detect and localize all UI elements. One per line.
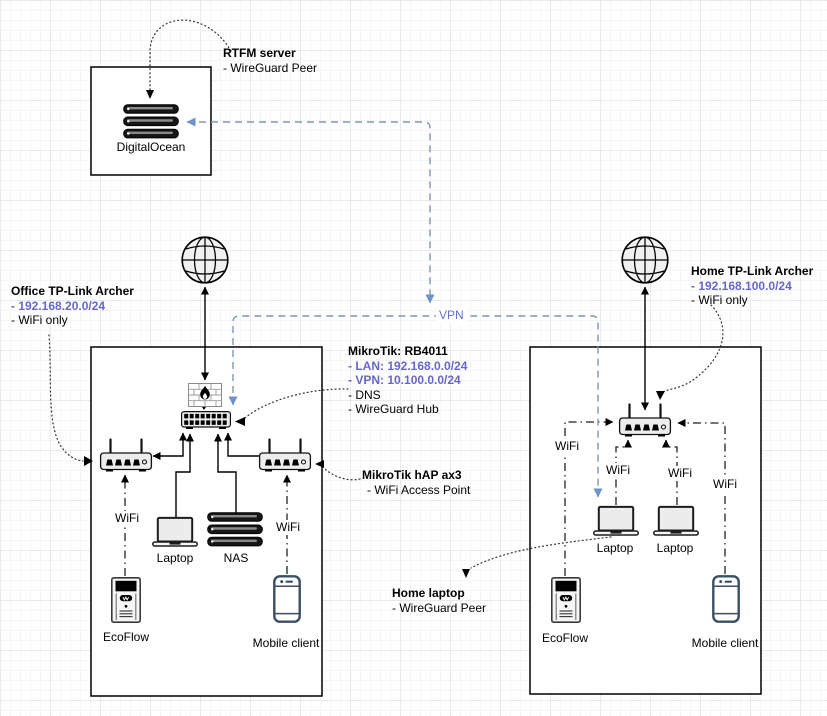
vpn-label: VPN [436,308,467,323]
home-mobile-label: Mobile client [691,636,759,650]
rb4011-vpn: - VPN: 10.100.0.0/24 [348,373,461,387]
wifi-label-office-right: WiFi [274,520,302,535]
office-internet-globe-icon [181,236,229,284]
office-archer-subnet: - 192.168.20.0/24 [11,298,106,313]
rtfm-line: - WireGuard Peer [223,60,318,75]
leader-home-laptop [470,536,612,569]
vpn-link-office-home [228,315,603,498]
home-laptop2-label: Laptop [656,541,694,555]
rtfm-server-annotation: RTFM server - WireGuard Peer [223,46,317,75]
leader-hap-arrow [315,460,324,468]
link-laptop-switch [175,433,194,518]
leader-office-archer-arrow [84,456,93,466]
home-laptop1-icon [592,505,640,536]
home-mobile-icon [712,575,740,623]
office-nas-icon [207,512,263,547]
office-archer-note: - WiFi only [11,313,68,327]
home-laptop1-label: Laptop [596,541,634,555]
hap-ax3-title: MikroTik hAP ax3 [362,468,462,482]
home-archer-title: Home TP-Link Archer [691,264,814,278]
home-archer-note: - WiFi only [691,293,748,307]
firewall-icon [188,383,222,407]
leader-home-laptop-arrow [462,569,470,578]
vpn-link-digitalocean [186,117,435,304]
home-ecoflow-label: EcoFlow [541,631,589,645]
leader-rb4011 [244,388,349,419]
home-laptop-title: Home laptop [392,586,465,600]
office-ecoflow-icon [111,576,141,624]
hap-ax3-note: - WiFi Access Point [367,482,471,497]
home-laptop-annotation: Home laptop - WireGuard Peer [392,586,486,615]
home-ecoflow-icon [550,576,582,624]
rb4011-annotation: MikroTik: RB4011 - LAN: 192.168.0.0/24 -… [348,344,467,417]
home-laptop-note: - WireGuard Peer [392,600,487,615]
link-switch-left-ap [152,432,187,460]
digitalocean-server-icon [123,104,179,139]
office-laptop-label: Laptop [156,551,194,565]
wifi-label-home-mobile: WiFi [711,477,739,492]
rtfm-title: RTFM server [223,46,296,60]
rb4011-lan: - LAN: 192.168.0.0/24 [348,358,468,373]
wifi-link-home-laptop2 [662,439,678,505]
leader-office-archer [48,334,84,462]
leader-rtfm-arrow [146,90,154,99]
wifi-label-home-laptop2: WiFi [666,466,694,481]
wifi-link-home-laptop1 [615,439,632,505]
office-archer-title: Office TP-Link Archer [11,284,134,298]
home-internet-globe-icon [621,236,669,284]
wifi-label-home-laptop1: WiFi [604,463,632,478]
leader-home-archer-arrow [656,391,665,400]
leader-home-archer [662,304,724,393]
digitalocean-label: DigitalOcean [116,140,186,154]
home-laptop2-icon [652,505,700,536]
wifi-label-office-left: WiFi [113,511,141,526]
home-archer-annotation: Home TP-Link Archer - 192.168.100.0/24 -… [691,264,813,308]
office-ecoflow-label: EcoFlow [102,630,150,644]
wifi-link-home-mobile [677,419,726,574]
office-archer-annotation: Office TP-Link Archer - 192.168.20.0/24 … [11,284,134,328]
office-laptop-icon [151,516,199,547]
office-nas-label: NAS [223,551,249,565]
rb4011-dns: - DNS [348,387,381,402]
office-mobile-label: Mobile client [252,636,320,650]
rb4011-title: MikroTik: RB4011 [348,344,448,358]
wifi-label-home-ecoflow: WiFi [553,439,581,454]
office-switch-icon [181,411,231,430]
office-mobile-icon [273,575,301,623]
leader-hap [324,468,361,481]
rb4011-hub: - WireGuard Hub [348,402,439,416]
home-archer-subnet: - 192.168.100.0/24 [691,278,792,293]
leader-rtfm [149,19,232,91]
leader-rb4011-arrow [235,417,245,426]
hap-ax3-annotation: MikroTik hAP ax3 - WiFi Access Point [362,468,470,497]
